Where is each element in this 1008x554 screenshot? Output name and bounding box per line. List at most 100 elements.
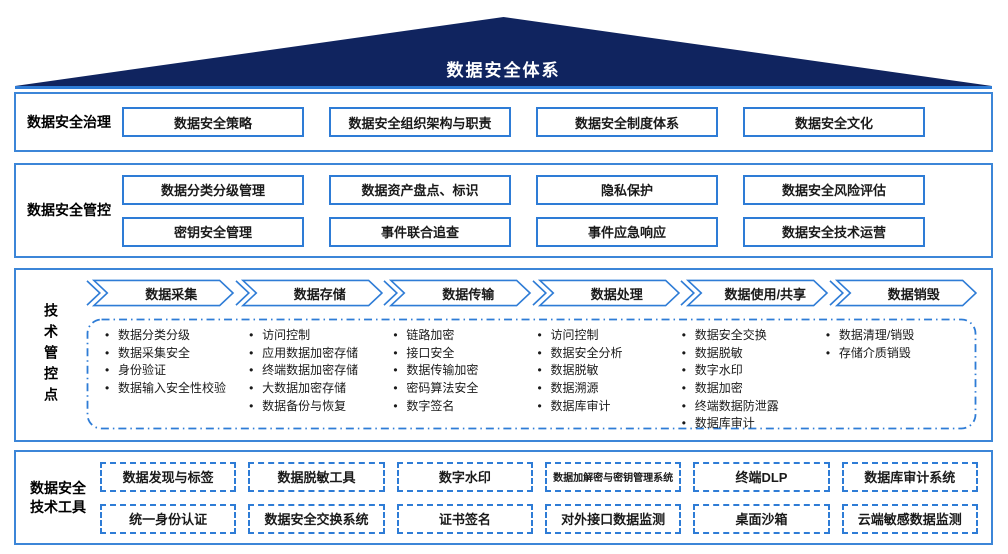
stage-label: 数据存储 <box>293 286 346 302</box>
control-column-storage: 访问控制 应用数据加密存储 终端数据加密存储 大数据加密存储 数据备份与恢复 <box>248 327 392 422</box>
tool-box: 云端敏感数据监测 <box>841 503 978 534</box>
tools-label-line2: 技术工具 <box>30 498 86 515</box>
management-box: 数据安全风险评估 <box>743 174 925 205</box>
section-tools: 数据安全 技术工具 数据发现与标签 数据脱敏工具 数字水印 数据加解密与密钥管理… <box>14 450 993 545</box>
control-point: 访问控制 <box>248 327 392 345</box>
control-point: 数据安全分析 <box>537 345 681 363</box>
dashdot-border <box>86 318 977 430</box>
stage-arrow: 数据使用/共享 <box>680 279 829 307</box>
tool-box: 对外接口数据监测 <box>544 503 682 534</box>
stage-arrow: 数据采集 <box>86 279 235 307</box>
stage-label: 数据采集 <box>145 286 198 302</box>
chevron-arrow-icon <box>829 279 978 307</box>
control-point: 数据传输加密 <box>392 362 536 380</box>
management-box: 密钥安全管理 <box>122 216 304 247</box>
control-column-transmission: 链路加密 接口安全 数据传输加密 密码算法安全 数字签名 <box>392 327 536 422</box>
control-point: 数据备份与恢复 <box>248 398 392 416</box>
control-point: 身份验证 <box>104 362 248 380</box>
section-management: 数据安全管控 数据分类分级管理 数据资产盘点、标识 隐私保护 数据安全风险评估 … <box>14 163 993 258</box>
governance-box: 数据安全策略 <box>122 107 304 137</box>
tool-box: 证书签名 <box>396 503 533 534</box>
chevron-arrow-icon <box>86 279 235 307</box>
control-point: 密码算法安全 <box>392 380 536 398</box>
stage-arrow: 数据传输 <box>383 279 532 307</box>
stage-arrow: 数据存储 <box>235 279 384 307</box>
control-point: 接口安全 <box>392 345 536 363</box>
tool-box: 数字水印 <box>396 461 533 492</box>
control-point: 数字水印 <box>681 362 825 380</box>
control-point: 数据库审计 <box>537 398 681 416</box>
management-boxes: 数据分类分级管理 数据资产盘点、标识 隐私保护 数据安全风险评估 密钥安全管理 … <box>122 174 991 247</box>
tool-box: 数据发现与标签 <box>100 461 237 492</box>
control-point: 大数据加密存储 <box>248 380 392 398</box>
management-box-row: 密钥安全管理 事件联合追查 事件应急响应 数据安全技术运营 <box>122 216 925 247</box>
stage-arrow: 数据销毁 <box>829 279 978 307</box>
control-point: 数据加密 <box>681 380 825 398</box>
control-point: 数据库审计 <box>681 415 825 433</box>
control-points-panel: 数据分类分级 数据采集安全 身份验证 数据输入安全性校验 访问控制 应用数据加密… <box>86 318 977 432</box>
governance-box-row: 数据安全策略 数据安全组织架构与职责 数据安全制度体系 数据安全文化 <box>122 107 925 137</box>
management-box: 数据分类分级管理 <box>122 174 304 205</box>
control-column-collection: 数据分类分级 数据采集安全 身份验证 数据输入安全性校验 <box>104 327 248 422</box>
control-point: 数字签名 <box>392 398 536 416</box>
control-point: 数据脱敏 <box>681 345 825 363</box>
management-box: 事件应急响应 <box>536 216 718 247</box>
stage-label: 数据使用/共享 <box>724 286 807 302</box>
control-point: 数据输入安全性校验 <box>104 380 248 398</box>
control-column-processing: 访问控制 数据安全分析 数据脱敏 数据溯源 数据库审计 <box>537 327 681 422</box>
roof-baseline <box>15 86 992 89</box>
control-point: 数据脱敏 <box>537 362 681 380</box>
section-technical-controls: 技术管控点 数据采集 数据存储 <box>14 268 993 442</box>
governance-box: 数据安全制度体系 <box>536 107 718 137</box>
management-label: 数据安全管控 <box>27 202 111 219</box>
tools-label-line1: 数据安全 <box>30 479 86 496</box>
control-point: 应用数据加密存储 <box>248 345 392 363</box>
chevron-arrow-icon <box>680 279 829 307</box>
control-point: 链路加密 <box>392 327 536 345</box>
chevron-arrow-icon <box>383 279 532 307</box>
control-point: 终端数据防泄露 <box>681 398 825 416</box>
tools-row: 统一身份认证 数据安全交换系统 证书签名 对外接口数据监测 桌面沙箱 云端敏感数… <box>100 503 978 534</box>
stage-label: 数据销毁 <box>887 286 940 302</box>
tool-box: 数据库审计系统 <box>841 461 978 492</box>
control-point: 终端数据加密存储 <box>248 362 392 380</box>
stage-arrow: 数据处理 <box>532 279 681 307</box>
control-point: 数据溯源 <box>537 380 681 398</box>
tool-box: 数据加解密与密钥管理系统 <box>544 461 682 492</box>
management-box: 数据资产盘点、标识 <box>329 174 511 205</box>
tools-boxes: 数据发现与标签 数据脱敏工具 数字水印 数据加解密与密钥管理系统 终端DLP 数… <box>100 461 991 534</box>
roof-shape: 数据安全体系 <box>15 17 992 86</box>
control-point: 数据采集安全 <box>104 345 248 363</box>
control-point: 存储介质销毁 <box>825 345 969 363</box>
governance-box: 数据安全文化 <box>743 107 925 137</box>
governance-boxes: 数据安全策略 数据安全组织架构与职责 数据安全制度体系 数据安全文化 <box>122 107 991 137</box>
chevron-arrow-icon <box>235 279 384 307</box>
control-point: 数据安全交换 <box>681 327 825 345</box>
management-box: 数据安全技术运营 <box>743 216 925 247</box>
management-box-row: 数据分类分级管理 数据资产盘点、标识 隐私保护 数据安全风险评估 <box>122 174 925 205</box>
stage-label: 数据处理 <box>590 286 643 302</box>
tools-label: 数据安全 技术工具 <box>16 479 100 517</box>
management-box: 事件联合追查 <box>329 216 511 247</box>
tool-box: 桌面沙箱 <box>693 503 830 534</box>
tool-box: 数据脱敏工具 <box>248 461 385 492</box>
technical-label-vertical: 技术管控点 <box>43 302 59 408</box>
governance-box: 数据安全组织架构与职责 <box>329 107 511 137</box>
tools-row: 数据发现与标签 数据脱敏工具 数字水印 数据加解密与密钥管理系统 终端DLP 数… <box>100 461 978 492</box>
control-point: 数据分类分级 <box>104 327 248 345</box>
tool-box: 数据安全交换系统 <box>248 503 385 534</box>
stage-label: 数据传输 <box>442 286 495 302</box>
governance-label: 数据安全治理 <box>27 113 111 130</box>
diagram-title: 数据安全体系 <box>446 61 561 80</box>
control-column-usage-sharing: 数据安全交换 数据脱敏 数字水印 数据加密 终端数据防泄露 数据库审计 <box>681 327 825 432</box>
tool-box: 统一身份认证 <box>100 503 237 534</box>
section-governance: 数据安全治理 数据安全策略 数据安全组织架构与职责 数据安全制度体系 数据安全文… <box>14 92 993 152</box>
technical-content: 数据采集 数据存储 数据传输 <box>86 270 991 440</box>
lifecycle-arrow-row: 数据采集 数据存储 数据传输 <box>86 279 977 307</box>
control-points-columns: 数据分类分级 数据采集安全 身份验证 数据输入安全性校验 访问控制 应用数据加密… <box>86 318 977 432</box>
control-column-destruction: 数据清理/销毁 存储介质销毁 <box>825 327 969 422</box>
control-point: 数据清理/销毁 <box>825 327 969 345</box>
chevron-arrow-icon <box>532 279 681 307</box>
management-box: 隐私保护 <box>536 174 718 205</box>
